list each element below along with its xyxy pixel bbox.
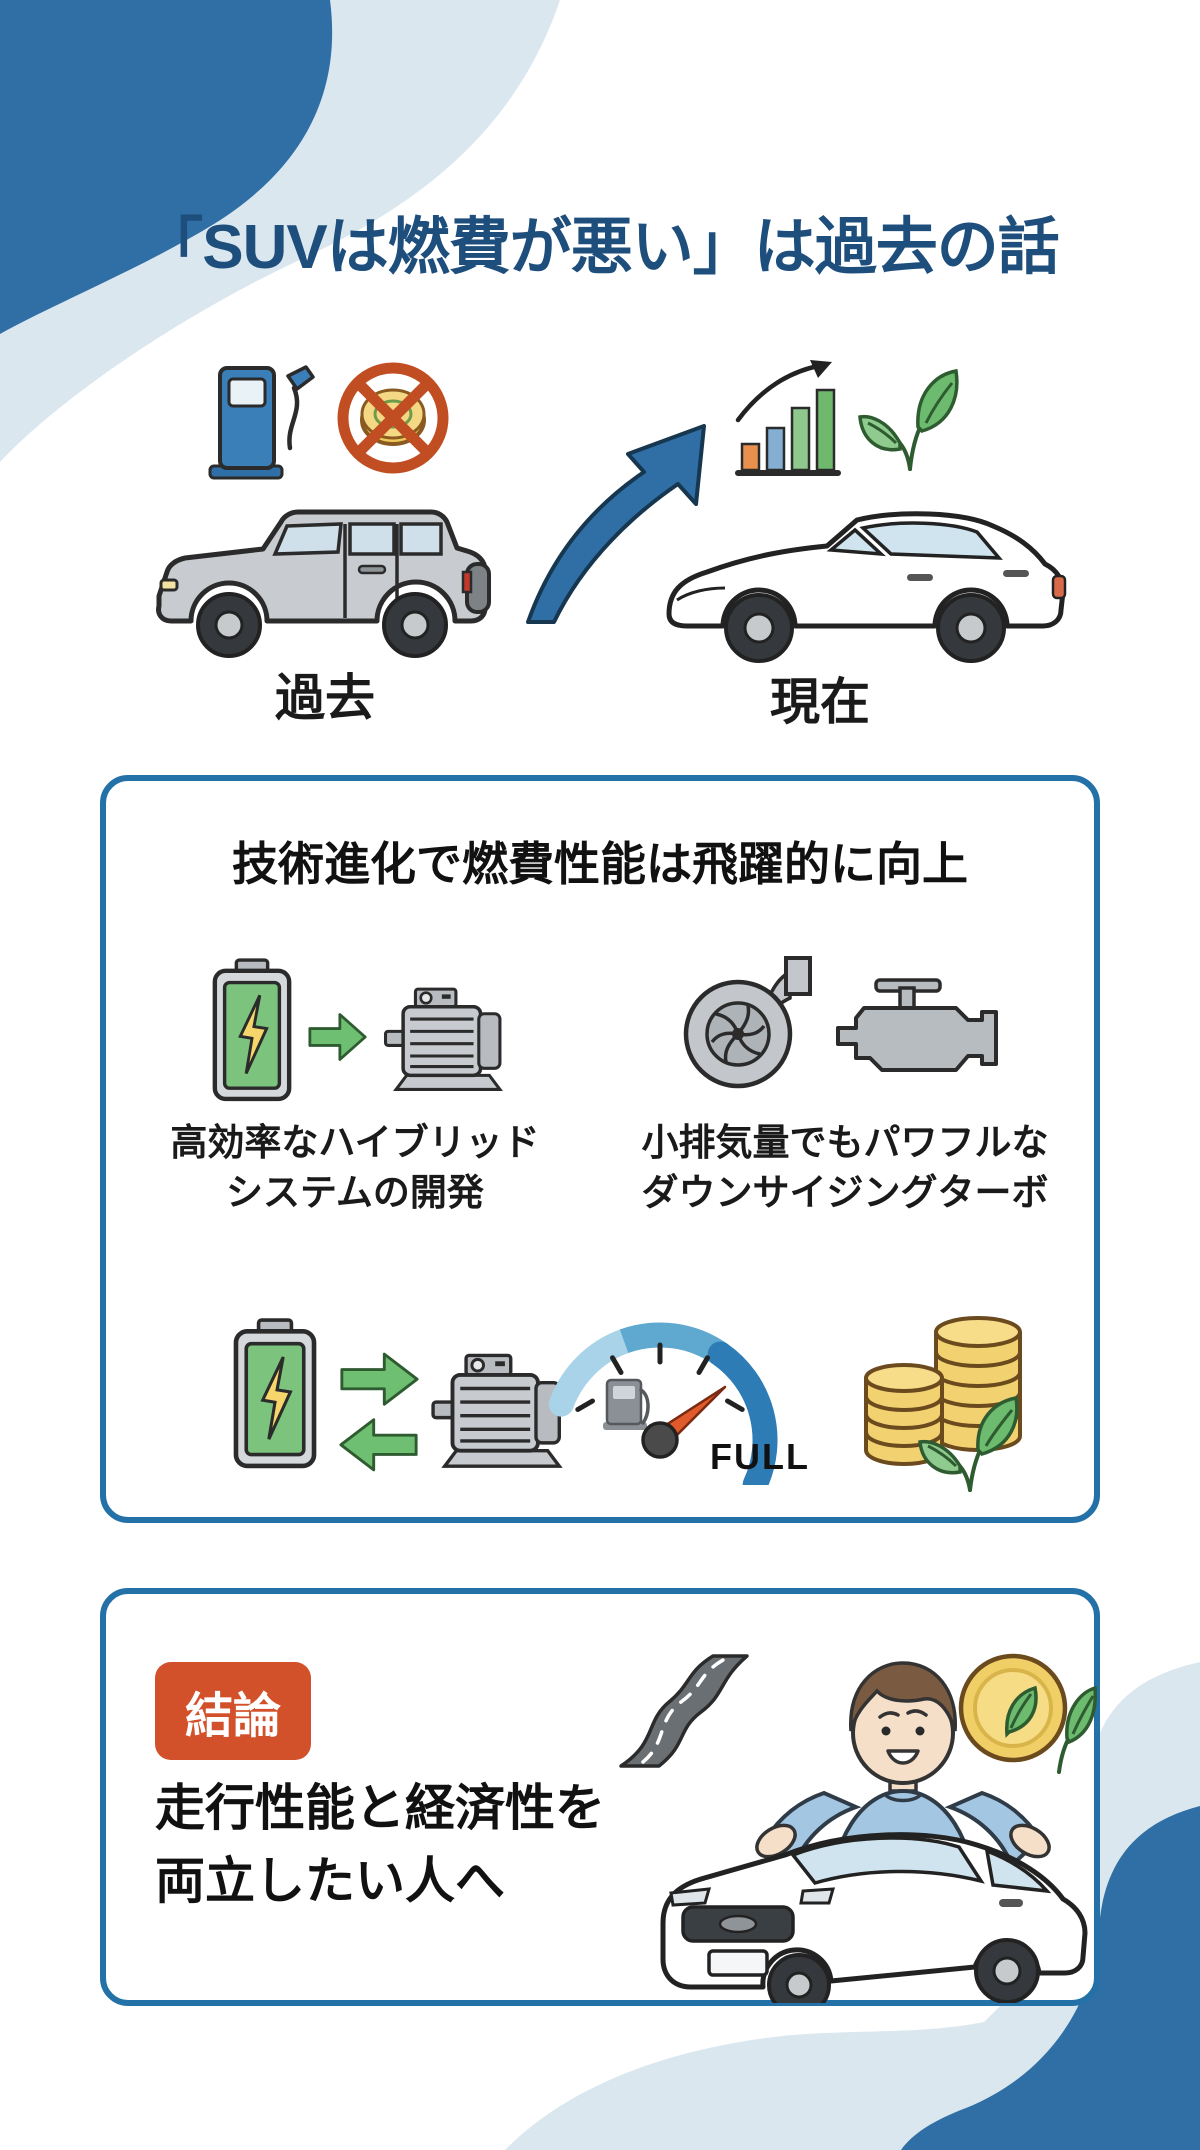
- fuel-gauge-icon: [548, 1322, 778, 1485]
- past-label: 過去: [275, 670, 375, 726]
- trend-up-arrow-icon: [526, 424, 706, 624]
- conclusion-text: 走行性能と経済性を 両立したい人へ: [155, 1780, 605, 1909]
- growth-bar-chart-icon: [735, 360, 841, 476]
- engine-icon: [836, 978, 998, 1072]
- modern-suv-illustration: [666, 511, 1067, 663]
- exchange-arrows-icon: [339, 1352, 419, 1472]
- battery-icon: [233, 1318, 317, 1469]
- turbo-caption: 小排気量でもパワフルな ダウンサイジングターボ: [641, 1122, 1049, 1213]
- battery-icon: [212, 958, 292, 1102]
- electric-motor-icon: [383, 987, 503, 1091]
- gauge-full-label: FULL: [710, 1436, 810, 1477]
- no-money-icon: [337, 362, 449, 474]
- white-suv-illustration: [660, 1832, 1088, 2003]
- arrow-right-icon: [308, 1013, 367, 1061]
- present-label: 現在: [770, 674, 870, 730]
- winding-road-icon: [619, 1654, 749, 1768]
- conclusion-badge: 結論: [155, 1662, 312, 1760]
- old-suv-illustration: [156, 509, 491, 658]
- technology-card-title: 技術進化で燃費性能は飛躍的に向上: [232, 838, 968, 890]
- fuel-pump-icon: [208, 365, 315, 480]
- turbocharger-icon: [683, 956, 812, 1089]
- eco-leaves-icon: [858, 368, 959, 471]
- hybrid-caption: 高効率なハイブリッド システムの開発: [170, 1122, 540, 1213]
- page-title: 「SUVは燃費が悪い」は過去の話: [141, 213, 1059, 282]
- coin-stacks-leaf-icon: [864, 1316, 1022, 1492]
- eco-coin-leaf-icon: [958, 1653, 1097, 1774]
- electric-motor-icon: [431, 1353, 563, 1468]
